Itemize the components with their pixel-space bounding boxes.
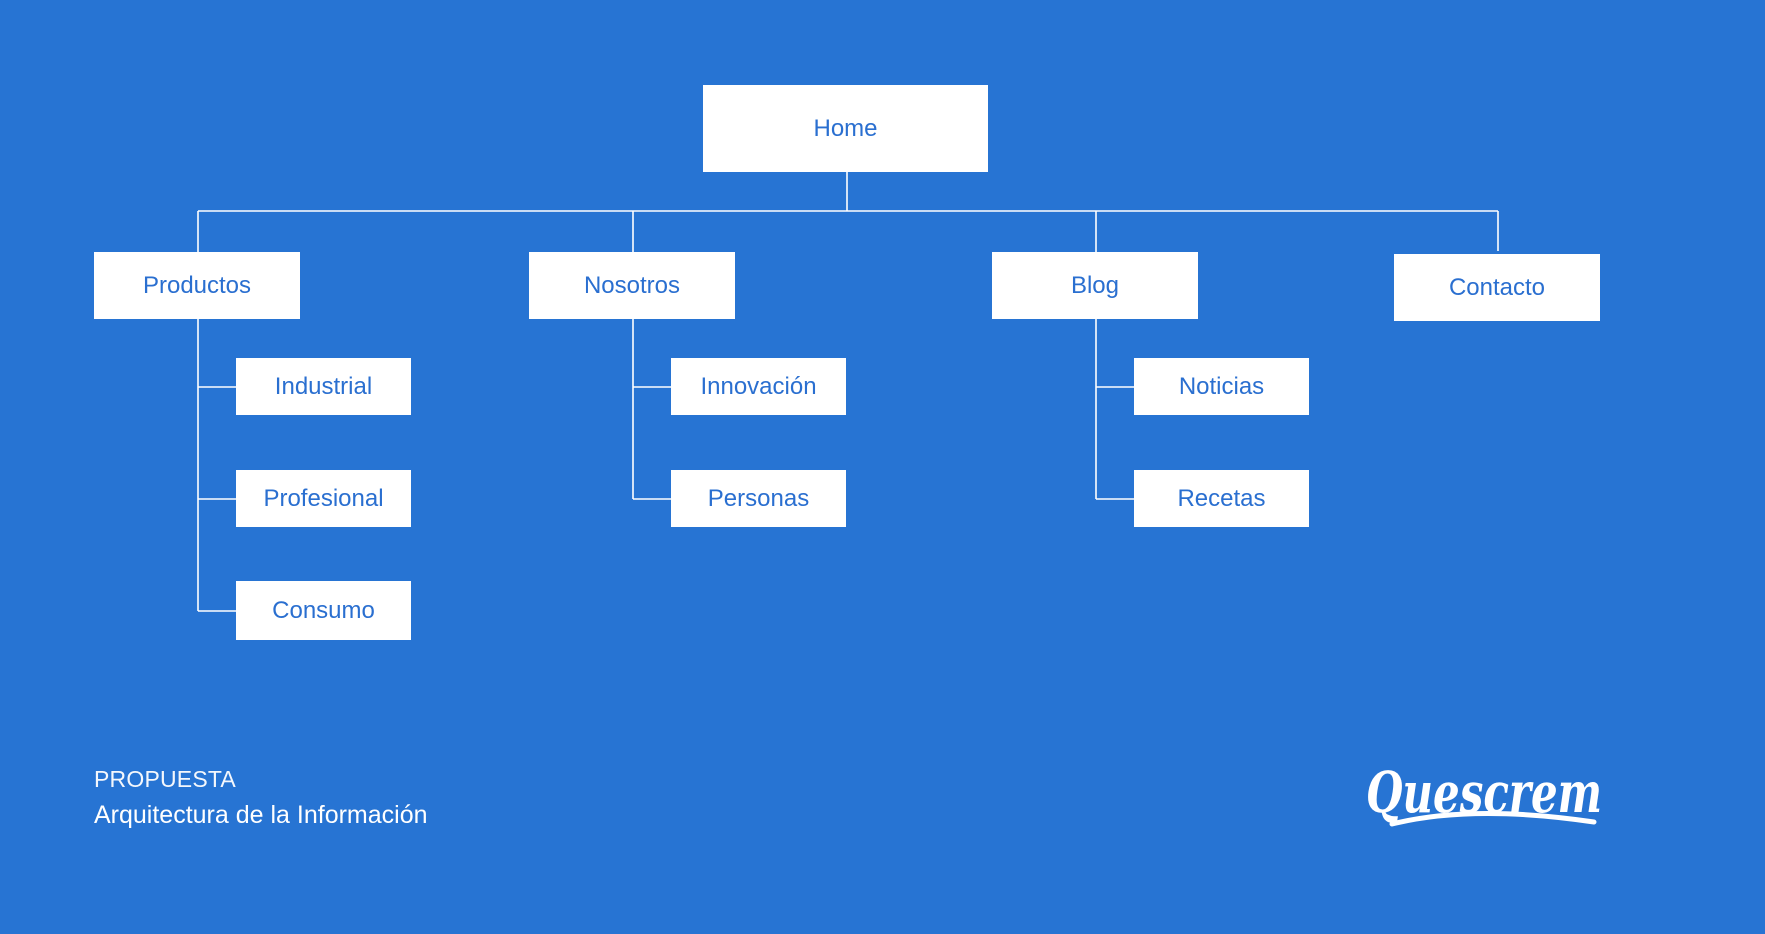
node-label: Blog [1070, 271, 1120, 299]
node-contacto: Contacto [1394, 254, 1600, 321]
caption-kicker: PROPUESTA [94, 766, 236, 792]
node-innovacion: Innovación [671, 358, 846, 415]
caption-title: Arquitectura de la Información [94, 801, 428, 829]
node-label: Nosotros [583, 271, 681, 299]
node-recetas: Recetas [1134, 470, 1309, 527]
node-productos: Productos [94, 252, 300, 319]
node-profesional: Profesional [236, 470, 411, 527]
node-home: Home [703, 85, 988, 172]
node-label: Personas [707, 484, 810, 512]
node-label: Industrial [274, 372, 373, 400]
node-blog: Blog [992, 252, 1198, 319]
logo-swoosh [1389, 810, 1597, 827]
node-consumo: Consumo [236, 581, 411, 640]
node-label: Productos [142, 271, 252, 299]
node-label: Innovación [700, 372, 817, 400]
node-label: Consumo [272, 596, 375, 624]
quescrem-logo: Quescrem [1366, 760, 1602, 827]
node-label: Noticias [1178, 372, 1265, 400]
node-nosotros: Nosotros [529, 252, 735, 319]
node-label: Home [813, 114, 878, 142]
node-label: Contacto [1448, 273, 1546, 301]
node-label: Profesional [263, 484, 384, 512]
node-noticias: Noticias [1134, 358, 1309, 415]
node-personas: Personas [671, 470, 846, 527]
node-label: Recetas [1177, 484, 1266, 512]
node-industrial: Industrial [236, 358, 411, 415]
